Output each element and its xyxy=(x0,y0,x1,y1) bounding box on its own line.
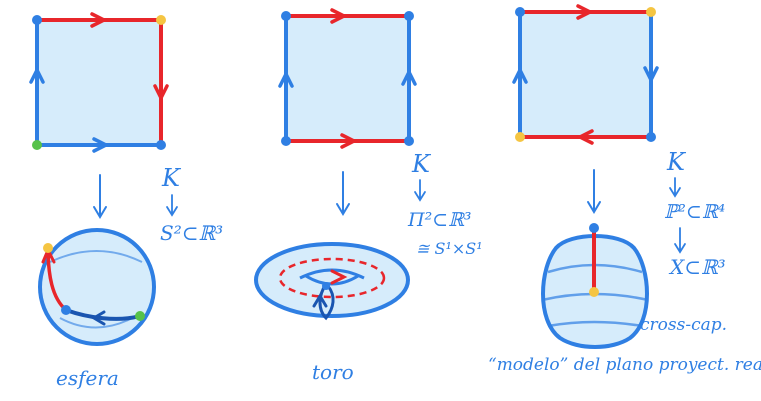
vertex-br-torus xyxy=(404,136,414,146)
map-arrow-torus xyxy=(336,171,350,216)
sphere-vertex-green xyxy=(135,311,145,321)
arrow-bottom-projective xyxy=(576,129,594,145)
k-arrow-torus xyxy=(414,179,426,202)
label-esfera: esfera xyxy=(56,366,119,390)
arrow-left-torus xyxy=(278,70,294,88)
vertex-bl-torus xyxy=(281,136,291,146)
sphere-blue-seam xyxy=(65,308,141,321)
vertex-bl-sphere xyxy=(32,140,42,150)
arrow-left-projective xyxy=(512,66,528,84)
panel-projective: K ℙ²⊂ℝ⁴ X⊂ℝ³ cross-cap. “modelo” del pla… xyxy=(488,4,761,375)
square-fill-projective xyxy=(520,12,651,137)
k-arrow-projective xyxy=(669,177,681,198)
vertex-tr-torus xyxy=(404,11,414,21)
label-map2-projective: X⊂ℝ³ xyxy=(668,255,726,279)
k-arrow-sphere xyxy=(166,194,178,217)
map-arrow-sphere xyxy=(93,174,107,219)
torus-vertex xyxy=(322,282,330,290)
arrow-top-projective xyxy=(576,4,594,20)
label-k-sphere: K xyxy=(161,164,182,192)
vertex-br-projective xyxy=(646,132,656,142)
sphere-vertex-yellow xyxy=(43,243,53,253)
crosscap-vertex-blue xyxy=(589,223,599,233)
panel-sphere: K S²⊂ℝ³ esfera xyxy=(29,12,223,390)
sphere-vertex-blue xyxy=(61,305,71,315)
label-k-projective: K xyxy=(666,148,687,176)
torus-outer xyxy=(254,242,410,318)
vertex-tl-sphere xyxy=(32,15,42,25)
vertex-br-sphere xyxy=(156,140,166,150)
arrow-right-sphere xyxy=(153,84,169,102)
arrow-top-sphere xyxy=(90,12,108,28)
crosscap-contour-3 xyxy=(547,320,643,328)
arrow-right-projective xyxy=(643,66,659,84)
label-map-torus: Π²⊂ℝ³ xyxy=(407,209,472,231)
label-cross-cap: cross-cap. xyxy=(640,315,727,335)
vertex-tl-torus xyxy=(281,11,291,21)
label-map-sphere: S²⊂ℝ³ xyxy=(160,221,223,245)
arrow-top-torus xyxy=(330,8,348,24)
torus-blue-loop xyxy=(318,283,335,321)
label-map2-torus: ≅ S¹×S¹ xyxy=(416,239,483,258)
vertex-bl-projective xyxy=(515,132,525,142)
label-toro: toro xyxy=(312,360,354,384)
crosscap-vertex-yellow xyxy=(589,287,599,297)
square-fill-sphere xyxy=(37,20,161,145)
vertex-tr-projective xyxy=(646,7,656,17)
sphere-contour-1 xyxy=(49,250,143,263)
arrow-right-torus xyxy=(401,68,417,86)
sphere-blue-arrow xyxy=(91,310,106,326)
label-map-projective: ℙ²⊂ℝ⁴ xyxy=(664,201,725,223)
vertex-tl-projective xyxy=(515,7,525,17)
arrow-bottom-torus xyxy=(340,133,358,149)
map-arrow-projective xyxy=(587,169,601,214)
sphere-red-seam xyxy=(46,246,68,312)
torus-red-loop xyxy=(278,257,386,299)
arrow-left-sphere xyxy=(29,66,45,84)
arrow-bottom-sphere xyxy=(92,137,110,153)
arrow-immersion-projective xyxy=(674,227,686,254)
vertex-tr-sphere xyxy=(156,15,166,25)
label-k-torus: K xyxy=(411,150,432,178)
torus-red-arrow xyxy=(330,269,348,285)
torus-blue-arrow xyxy=(312,293,328,308)
panel-torus: K Π²⊂ℝ³ ≅ S¹×S¹ toro xyxy=(254,8,483,384)
sphere-surface xyxy=(38,228,156,346)
label-modelo: “modelo” del plano proyect. real xyxy=(488,355,761,375)
square-fill-torus xyxy=(286,16,409,141)
